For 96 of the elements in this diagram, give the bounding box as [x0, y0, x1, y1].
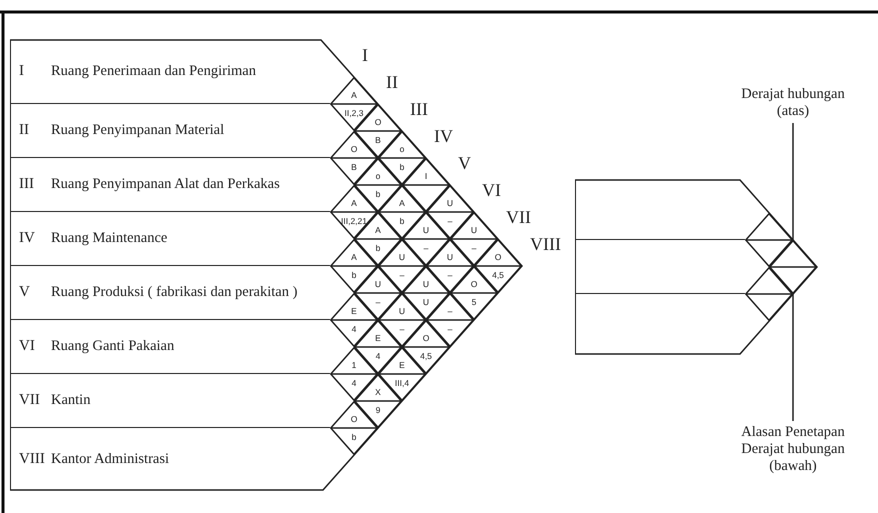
relationship-diamond — [330, 401, 378, 455]
row-number: II — [19, 122, 29, 139]
row-number: IV — [19, 230, 35, 247]
activity-name: Ruang Ganti Pakaian — [51, 338, 174, 355]
activity-name: Ruang Penerimaan dan Pengiriman — [51, 63, 256, 80]
reason-code: III,2,21 — [341, 216, 367, 226]
relationship-diamond — [745, 267, 793, 321]
reason-code: b — [376, 189, 380, 199]
closeness-code: U — [446, 252, 454, 262]
reason-code: – — [448, 216, 452, 226]
closeness-code: U — [446, 198, 454, 208]
table-row — [10, 374, 330, 428]
table-row — [10, 212, 330, 266]
row-numeral: I — [362, 45, 368, 65]
table-row — [10, 40, 330, 104]
row-numeral: IV — [434, 126, 453, 146]
table-row — [10, 266, 330, 320]
activity-name: Kantin — [51, 392, 90, 409]
reason-code: 4 — [352, 324, 356, 334]
closeness-code: E — [351, 306, 357, 316]
reason-code: 4,5 — [492, 270, 504, 280]
closeness-code: O — [494, 252, 502, 262]
row-numeral: VII — [506, 207, 531, 227]
closeness-code: O — [470, 279, 478, 289]
table-row — [10, 320, 330, 374]
row-numeral: II — [386, 72, 398, 92]
closeness-code: E — [375, 333, 381, 343]
closeness-code: 1 — [352, 360, 356, 370]
table-row — [10, 104, 330, 158]
reason-code: – — [448, 270, 452, 280]
reason-code: III,4 — [394, 378, 410, 388]
reason-code: 9 — [376, 405, 380, 415]
row-numeral: VI — [482, 180, 501, 200]
reason-code: – — [400, 270, 404, 280]
closeness-code: o — [376, 171, 380, 181]
reason-code: – — [376, 297, 380, 307]
closeness-code: U — [398, 252, 406, 262]
table-row — [10, 158, 330, 212]
activity-name: Ruang Maintenance — [51, 230, 168, 247]
closeness-code: O — [350, 414, 358, 424]
activity-name: Ruang Penyimpanan Alat dan Perkakas — [51, 176, 280, 193]
reason-code: U — [422, 297, 430, 307]
closeness-code: O — [422, 333, 430, 343]
relationship-diamond — [769, 240, 817, 294]
closeness-code: E — [399, 360, 405, 370]
closeness-code: A — [351, 198, 357, 208]
row-numeral: VIII — [530, 234, 561, 254]
annotation-text: Alasan Penetapan Derajat hubungan (bawah) — [725, 424, 861, 475]
row-numeral: III — [410, 99, 428, 119]
row-number: VII — [19, 392, 40, 409]
closeness-code: U — [470, 225, 478, 235]
reason-code: II,2,3 — [344, 108, 364, 118]
row-number: VI — [19, 338, 35, 355]
reason-code: b — [352, 432, 356, 442]
closeness-code: A — [351, 252, 357, 262]
closeness-code: A — [375, 225, 381, 235]
row-number: VIII — [19, 450, 45, 468]
row-number: I — [19, 63, 24, 80]
reason-code: B — [375, 135, 381, 145]
closeness-code: U — [422, 225, 430, 235]
activity-name: Kantor Administrasi — [51, 450, 170, 468]
closeness-code: A — [351, 90, 357, 100]
reason-code: 4,5 — [420, 351, 432, 361]
row-numeral: V — [458, 153, 471, 173]
reason-code: – — [448, 324, 452, 334]
closeness-code: X — [375, 387, 381, 397]
closeness-code: – — [448, 306, 452, 316]
annotation-text: Derajat hubungan (atas) — [733, 86, 853, 120]
relationship-diamond — [745, 213, 793, 267]
closeness-code: U — [398, 306, 406, 316]
table-row — [575, 240, 745, 294]
row-number: III — [19, 176, 34, 193]
leader-line — [792, 294, 794, 421]
reason-code: – — [400, 324, 404, 334]
closeness-code: O — [374, 117, 382, 127]
activity-name: Ruang Produksi ( fabrikasi dan perakitan ) — [51, 284, 298, 301]
reason-code: – — [472, 243, 476, 253]
closeness-code: O — [350, 144, 358, 154]
reason-code: – — [424, 243, 428, 253]
closeness-code: o — [400, 144, 404, 154]
leader-line — [792, 123, 794, 240]
reason-code: b — [400, 162, 404, 172]
reason-code: B — [351, 162, 357, 172]
reason-code: b — [400, 216, 404, 226]
reason-code: 5 — [472, 297, 476, 307]
reason-code: b — [352, 270, 356, 280]
table-row — [575, 180, 745, 240]
activity-name: Ruang Penyimpanan Material — [51, 122, 224, 139]
closeness-code: U — [422, 279, 430, 289]
reason-code: b — [376, 243, 380, 253]
row-number: V — [19, 284, 30, 301]
reason-code: 4 — [376, 351, 380, 361]
closeness-code: I — [424, 171, 428, 181]
closeness-code: A — [399, 198, 405, 208]
closeness-code: U — [374, 279, 382, 289]
reason-code: 4 — [352, 378, 356, 388]
